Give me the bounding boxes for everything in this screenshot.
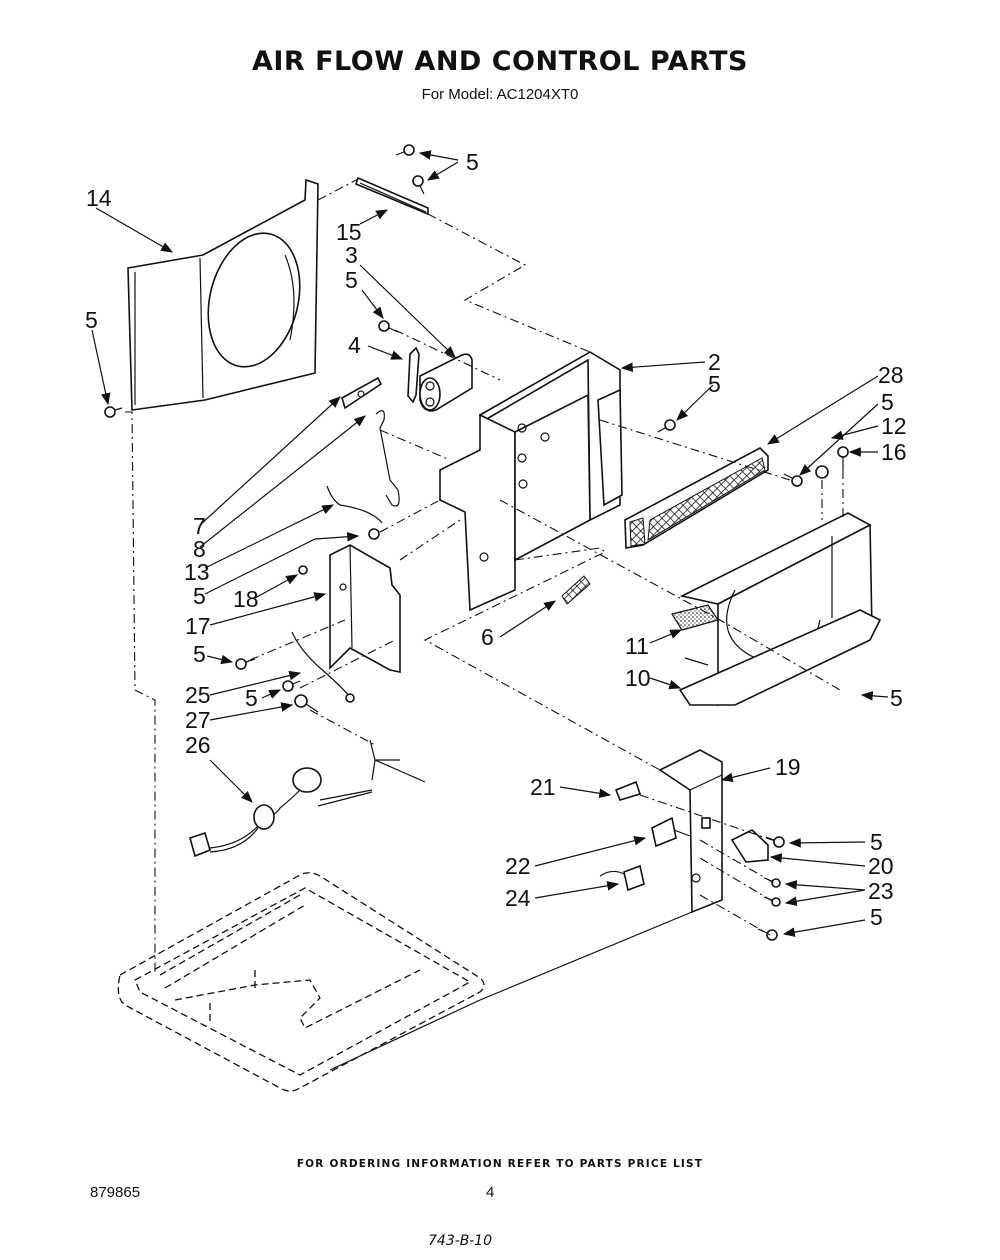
callout-22: 22 [505,853,531,879]
callout-18: 18 [233,586,259,612]
callout-2: 2 [708,349,721,375]
part-20-switch [730,829,769,863]
callout-25: 25 [185,682,211,708]
callout-13: 13 [184,559,210,585]
part-25-ground-wire [291,631,355,703]
part-3-capacitor [419,353,473,412]
callout-12: 12 [881,413,907,439]
part-7-bracket [341,376,383,410]
callout-11: 11 [625,633,649,659]
document-number: 879865 [90,1184,141,1201]
part-26-power-cord [189,739,426,858]
part-4-capacitor-strap [407,346,420,404]
part-19-control-bracket [658,749,723,914]
part-16-bolt [837,446,849,470]
callout-17: 17 [185,613,211,639]
screw-icon [235,658,319,713]
callout-5: 5 [193,583,206,609]
page-number: 4 [486,1184,495,1201]
part-12-nut [815,465,829,479]
part-10-air-duct [678,512,882,707]
callout-7: 7 [193,513,206,539]
callout-5: 5 [870,904,883,930]
callout-5: 5 [870,829,883,855]
part-11-foam [671,604,719,631]
part-8-rod [375,410,400,507]
callout-3: 3 [345,242,358,268]
part-22-rotary-switch [651,816,691,848]
callout-5: 5 [881,389,894,415]
part-6-filter-mesh [561,575,591,605]
callout-8: 8 [193,536,206,562]
callout-14: 14 [86,185,112,211]
callout-28: 28 [878,362,904,388]
callout-5: 5 [193,641,206,667]
callout-5: 5 [85,307,98,333]
callout-leaders [91,150,889,937]
callout-27: 27 [185,707,211,733]
callout-5: 5 [708,371,721,397]
callout-6: 6 [481,624,494,650]
callout-labels: 5 14 15 3 5 5 4 2 5 28 5 12 16 7 8 13 5 … [85,149,907,930]
callout-21: 21 [530,774,556,800]
callout-4: 4 [348,332,361,358]
diagram-title: AIR FLOW AND CONTROL PARTS [251,46,749,77]
callout-10: 10 [625,665,651,691]
part-17-cover [329,544,401,673]
ordering-note: FOR ORDERING INFORMATION REFER TO PARTS … [296,1158,704,1170]
callout-26: 26 [185,732,211,758]
part-18-clip [298,565,308,575]
callout-16: 16 [881,439,907,465]
callout-5: 5 [466,149,479,175]
part-21-clip [614,780,642,801]
handwritten-code: 743-B-10 [428,1233,492,1249]
screw-icon [657,419,803,487]
part-24-thermostat [599,864,645,892]
callout-19: 19 [775,754,801,780]
part-14-shroud [127,178,319,411]
callout-5: 5 [345,267,358,293]
callout-20: 20 [868,853,894,879]
callout-15: 15 [336,219,362,245]
assembly-lines [125,177,844,1071]
base-pan-outline [117,872,485,1092]
callout-5: 5 [245,685,258,711]
screw-icon [104,144,425,418]
part-28-filter-grille [624,447,769,549]
model-subtitle: For Model: AC1204XT0 [421,86,579,103]
callout-5: 5 [890,685,903,711]
part-13-ground-wire [326,485,383,540]
callout-24: 24 [505,885,531,911]
callout-23: 23 [868,878,894,904]
